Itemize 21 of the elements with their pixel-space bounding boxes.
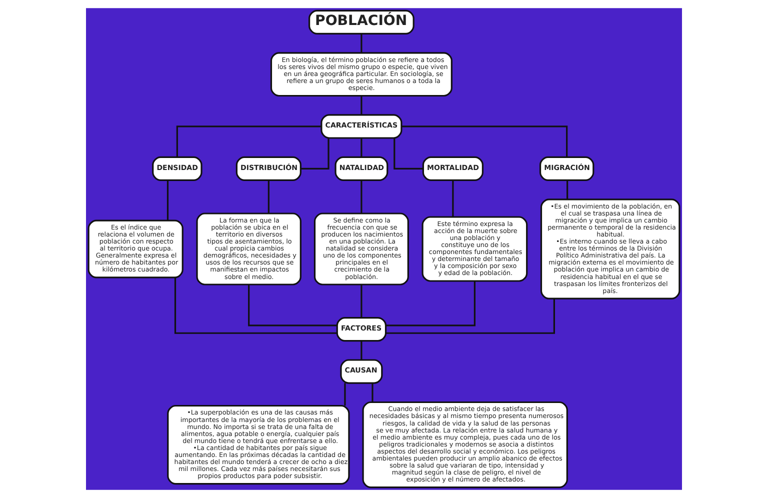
connector: [360, 34, 362, 53]
connector: [360, 180, 362, 214]
connector: [268, 180, 270, 214]
node-box: POBLACIÓN: [308, 10, 414, 34]
connector: [386, 281, 476, 326]
connector: [394, 138, 424, 170]
connector: [248, 284, 337, 326]
connector: [566, 180, 568, 200]
connector: [176, 126, 322, 158]
connector: [360, 284, 362, 318]
connector: [372, 383, 374, 402]
connector: [386, 298, 555, 334]
connector: [344, 383, 346, 406]
connector: [360, 96, 362, 115]
connector: [166, 180, 169, 220]
connector: [360, 138, 362, 158]
connector: [174, 277, 338, 334]
connector: [300, 138, 330, 170]
connector: [402, 126, 568, 158]
connector: [360, 340, 362, 360]
connector: [452, 180, 454, 217]
